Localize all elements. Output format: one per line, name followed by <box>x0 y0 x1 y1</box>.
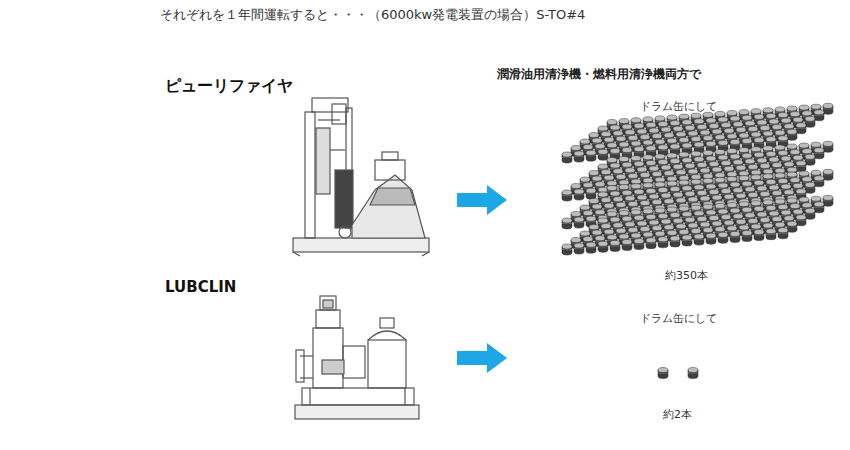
note: ドラム缶にして <box>640 311 717 326</box>
purifier-machine <box>293 98 429 256</box>
amount: 約2本 <box>663 407 692 422</box>
machine-name: ピューリファイヤ <box>165 76 293 97</box>
note: ドラム缶にして <box>640 99 717 114</box>
amount: 約350本 <box>665 268 708 283</box>
result-heading: 潤滑油用清浄機・燃料用清浄機両方で <box>497 66 701 83</box>
title: それぞれを１年間運転すると・・・（6000kw発電装置の場合）S-TO#4 <box>160 6 585 24</box>
lubclin-machine <box>295 296 419 419</box>
drum-stacks <box>562 103 833 378</box>
machine-name: LUBCLIN <box>165 278 236 296</box>
flow-arrow <box>457 185 507 373</box>
